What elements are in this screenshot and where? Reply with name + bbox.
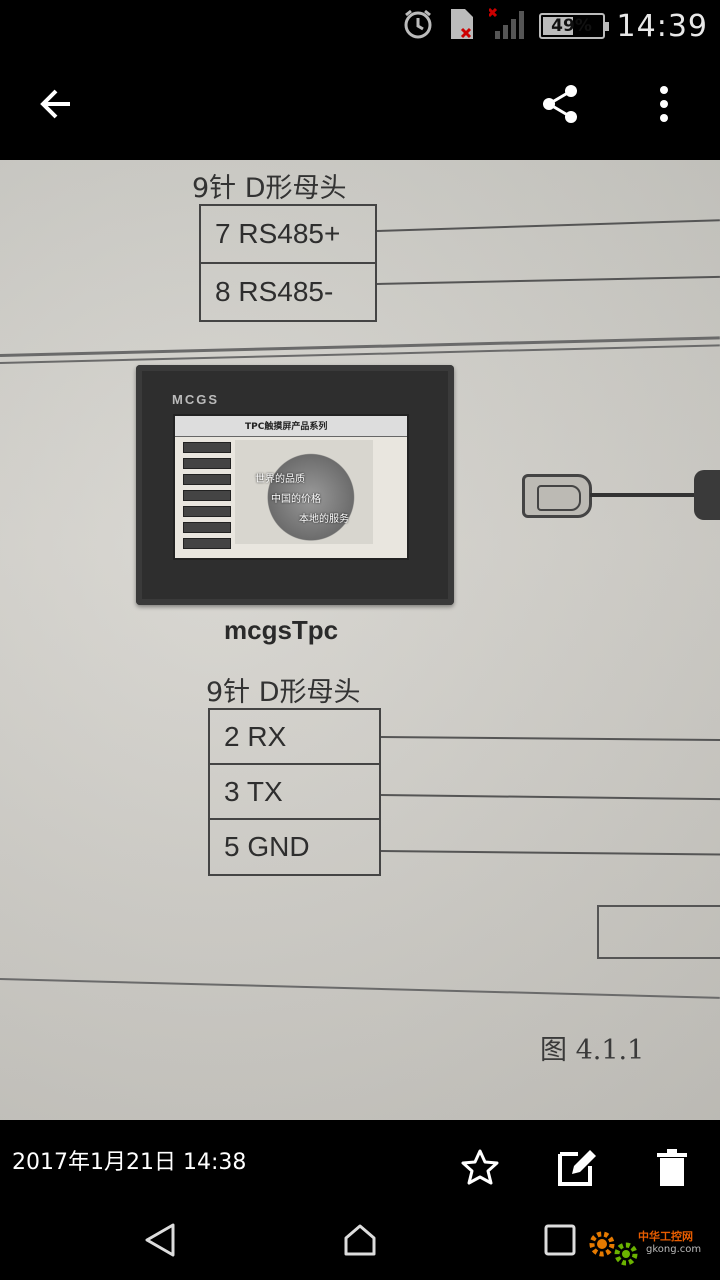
status-time: 14:39	[616, 8, 708, 44]
status-icons: 49% 14:39	[401, 0, 708, 52]
top-pin-table: 7 RS485+ 8 RS485-	[199, 204, 377, 322]
app-bar	[0, 52, 720, 160]
edit-icon	[558, 1150, 596, 1186]
top-connector-caption: 9针 D形母头	[192, 173, 347, 204]
device-brand: MCGS	[172, 392, 219, 407]
sim-error-icon	[447, 7, 477, 45]
screen-slogan: 中国的价格	[271, 494, 321, 505]
figure-label: 图 4.1.1	[540, 1035, 645, 1066]
more-options-button[interactable]	[640, 74, 688, 134]
photo-viewer-image[interactable]: 9针 D形母头 7 RS485+ 8 RS485- MCGS TPC触摸屏产品系…	[0, 160, 720, 1120]
screen-picture	[235, 440, 373, 544]
star-icon	[461, 1149, 499, 1185]
top-pin-row: 7 RS485+	[201, 206, 375, 264]
more-vert-icon	[660, 86, 668, 122]
delete-icon	[657, 1149, 687, 1186]
nav-home-button[interactable]	[330, 1212, 390, 1268]
back-arrow-icon	[40, 89, 70, 119]
nav-back-button[interactable]	[130, 1212, 190, 1268]
db9-connector-icon	[522, 474, 592, 518]
battery-percent: 49%	[551, 16, 592, 36]
screen-menu	[183, 442, 231, 554]
back-button[interactable]	[26, 74, 86, 134]
device-screen: TPC触摸屏产品系列 世界的品质 中国的价格 本地的服务	[173, 414, 409, 560]
bottom-pin-row: 5 GND	[224, 831, 310, 862]
nav-home-icon	[344, 1224, 376, 1256]
bottom-pin-row: 3 TX	[210, 765, 379, 820]
battery-icon: 49%	[538, 13, 609, 39]
partial-box	[597, 905, 720, 959]
edit-button[interactable]	[548, 1140, 604, 1196]
screen-slogan: 世界的品质	[255, 474, 305, 485]
watermark-url: gkong.com	[646, 1244, 702, 1255]
delete-button[interactable]	[644, 1140, 700, 1196]
photo-info-bar	[0, 1120, 720, 1200]
no-signal-icon	[487, 7, 527, 45]
alarm-icon	[401, 7, 435, 45]
photo-datetime: 2017年1月21日 14:38	[12, 1150, 247, 1175]
screen-title: TPC触摸屏产品系列	[245, 422, 328, 432]
db9-connector-icon	[694, 470, 720, 520]
share-icon	[543, 85, 577, 123]
bottom-pin-row: 2 RX	[210, 710, 379, 765]
gear-icon	[589, 1231, 638, 1266]
share-button[interactable]	[530, 74, 590, 134]
nav-recents-icon	[544, 1224, 576, 1256]
top-pin-row: 8 RS485-	[215, 276, 334, 307]
bottom-pin-table: 2 RX 3 TX 5 GND	[208, 708, 381, 876]
screen-slogan: 本地的服务	[299, 514, 349, 525]
bottom-connector-caption: 9针 D形母头	[206, 677, 361, 708]
favorite-button[interactable]	[452, 1140, 508, 1196]
gkong-watermark-logo	[584, 1222, 714, 1272]
watermark-title: 中华工控网	[638, 1230, 693, 1243]
status-bar: 49% 14:39	[0, 0, 720, 52]
nav-recents-button[interactable]	[530, 1212, 590, 1268]
cable-line	[590, 493, 720, 497]
nav-back-icon	[145, 1223, 175, 1257]
device-label: mcgsTpc	[224, 615, 339, 645]
